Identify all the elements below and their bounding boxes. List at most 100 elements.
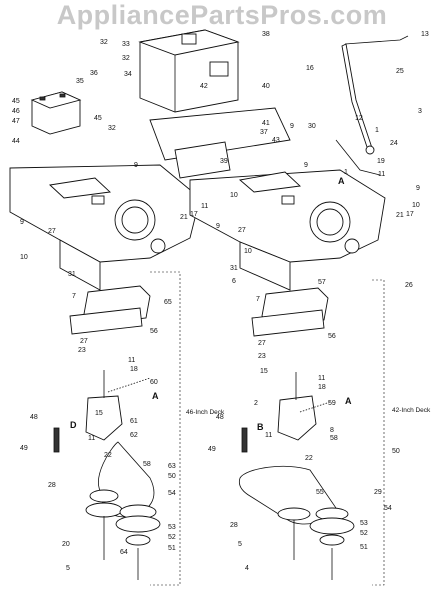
letter-a-42: A bbox=[345, 396, 352, 406]
part-callout: 53 bbox=[360, 520, 368, 527]
part-callout: 21 bbox=[396, 212, 404, 219]
part-callout: 45 bbox=[12, 98, 20, 105]
part-callout: 48 bbox=[30, 414, 38, 421]
part-callout: 9 bbox=[304, 162, 308, 169]
part-callout: 11 bbox=[88, 435, 95, 442]
idler-arm-46 bbox=[85, 370, 151, 441]
part-callout: 37 bbox=[260, 129, 268, 136]
part-callout: 48 bbox=[216, 414, 224, 421]
part-callout: 3 bbox=[418, 108, 422, 115]
part-callout: 9 bbox=[290, 123, 294, 130]
part-callout: 25 bbox=[396, 68, 404, 75]
part-callout: 53 bbox=[168, 524, 176, 531]
part-callout: 5 bbox=[238, 541, 242, 548]
part-callout: 62 bbox=[130, 432, 138, 439]
part-callout: 26 bbox=[405, 282, 413, 289]
part-callout: 51 bbox=[360, 544, 368, 551]
part-callout: 54 bbox=[168, 490, 176, 497]
part-callout: 11 bbox=[201, 203, 208, 210]
part-callout: 7 bbox=[72, 293, 76, 300]
watermark: AppliancePartsPros.com bbox=[56, 0, 388, 30]
deck-42-note: 42-Inch Deck bbox=[392, 407, 431, 414]
part-callout: 56 bbox=[328, 333, 336, 340]
part-callout: 49 bbox=[208, 446, 216, 453]
part-callout: 35 bbox=[76, 78, 84, 85]
part-callout: 13 bbox=[421, 31, 429, 38]
part-callout: 9 bbox=[20, 219, 24, 226]
part-callout: 10 bbox=[20, 254, 28, 261]
bracket-right bbox=[251, 287, 329, 337]
part-callout: 9 bbox=[416, 185, 420, 192]
letter-b: B bbox=[257, 422, 264, 432]
part-callout: 28 bbox=[48, 482, 56, 489]
part-callout: 51 bbox=[168, 545, 176, 552]
part-callout: 36 bbox=[90, 70, 98, 77]
part-callout: 22 bbox=[104, 452, 112, 459]
part-callout: 1 bbox=[344, 169, 348, 176]
part-callout: 1 bbox=[375, 127, 379, 134]
bracket-left bbox=[69, 285, 151, 335]
letter-d: D bbox=[70, 420, 77, 430]
part-callout: 5 bbox=[66, 565, 70, 572]
part-callout: 15 bbox=[260, 368, 268, 375]
part-callout: 17 bbox=[190, 211, 198, 218]
part-callout: 27 bbox=[80, 338, 88, 345]
part-callout: 39 bbox=[220, 158, 228, 165]
part-callout: 10 bbox=[412, 202, 420, 209]
part-callout: 38 bbox=[262, 31, 270, 38]
part-callout: 11 bbox=[265, 432, 272, 439]
part-callout: 10 bbox=[244, 248, 252, 255]
part-callout: 54 bbox=[384, 505, 392, 512]
part-callout: 2 bbox=[254, 400, 258, 407]
part-callout: 65 bbox=[164, 299, 172, 306]
part-callout: 60 bbox=[150, 379, 158, 386]
pulleys-46 bbox=[53, 427, 161, 580]
part-callout: 47 bbox=[12, 118, 20, 125]
part-callout: 55 bbox=[316, 489, 324, 496]
part-callout: 63 bbox=[168, 463, 176, 470]
part-callout: 11 bbox=[318, 375, 325, 382]
part-callout: 41 bbox=[262, 120, 270, 127]
part-callout: 27 bbox=[48, 228, 56, 235]
part-callout: 11 bbox=[378, 171, 385, 178]
part-callout: 64 bbox=[120, 549, 128, 556]
idler-arm-42 bbox=[277, 372, 331, 441]
battery-box bbox=[138, 29, 240, 113]
part-callout: 27 bbox=[238, 227, 246, 234]
part-callout: 16 bbox=[306, 65, 314, 72]
frame-right bbox=[189, 169, 386, 291]
part-callout: 44 bbox=[12, 138, 20, 145]
part-callout: 46 bbox=[12, 108, 20, 115]
part-callout: 15 bbox=[95, 410, 103, 417]
center-plate bbox=[149, 107, 291, 179]
frame-left bbox=[9, 164, 201, 291]
letter-a-46: A bbox=[152, 391, 159, 401]
part-callout: 8 bbox=[330, 427, 334, 434]
part-callout: 12 bbox=[355, 115, 363, 122]
deck-outline-46 bbox=[150, 271, 181, 586]
part-callout: 56 bbox=[150, 328, 158, 335]
part-callout: 17 bbox=[406, 211, 414, 218]
pulleys-42 bbox=[241, 427, 355, 580]
deck-46-note: 46-Inch Deck bbox=[186, 409, 225, 416]
part-callout: 58 bbox=[143, 461, 151, 468]
part-callout: 22 bbox=[305, 455, 313, 462]
letter-a-top: A bbox=[338, 176, 345, 186]
part-callout: 40 bbox=[262, 83, 270, 90]
part-callout: 9 bbox=[134, 162, 138, 169]
part-callout: 57 bbox=[318, 279, 326, 286]
part-callout: 32 bbox=[108, 125, 116, 132]
part-callout: 30 bbox=[308, 123, 316, 130]
part-callout: 42 bbox=[200, 83, 208, 90]
part-callout: 49 bbox=[20, 445, 28, 452]
part-callout: 32 bbox=[122, 55, 130, 62]
part-callout: 21 bbox=[180, 214, 188, 221]
part-callout: 18 bbox=[318, 384, 326, 391]
part-callout: 7 bbox=[256, 296, 260, 303]
deck-outline-42 bbox=[372, 279, 385, 586]
part-callout: 23 bbox=[258, 353, 266, 360]
part-callout: 27 bbox=[258, 340, 266, 347]
